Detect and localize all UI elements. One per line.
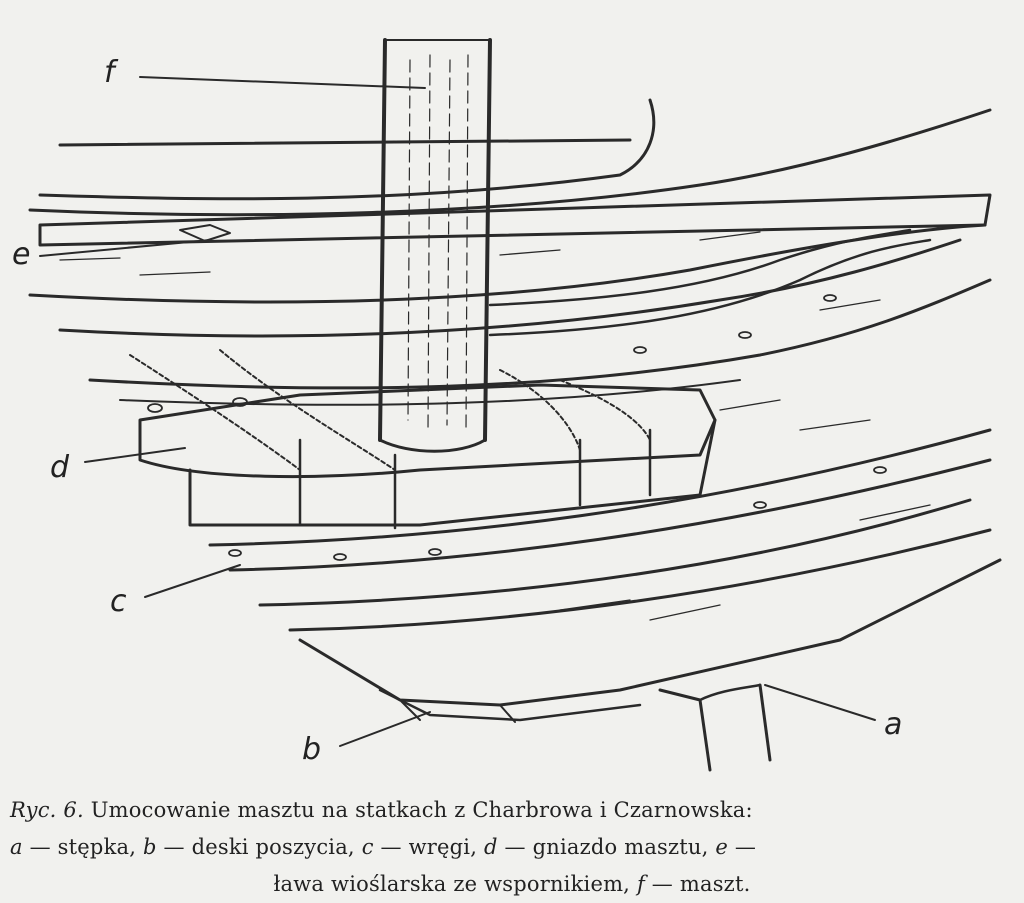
key-c: c bbox=[361, 835, 374, 859]
caption-line-1: Ryc. 6. Umocowanie masztu na statkach z … bbox=[10, 792, 1014, 829]
desc-d: — gniazdo masztu, bbox=[497, 835, 716, 859]
caption-line-3: ława wioślarska ze wspornikiem, f — masz… bbox=[10, 866, 1014, 903]
desc-a: — stępka, bbox=[22, 835, 143, 859]
key-f: f bbox=[636, 872, 645, 896]
desc-e-dash: — bbox=[728, 835, 757, 859]
caption-line-2: a — stępka, b — deski poszycia, c — wręg… bbox=[10, 829, 1014, 866]
desc-e: ława wioślarska ze wspornikiem, bbox=[273, 872, 637, 896]
label-c: c bbox=[110, 584, 127, 619]
mast-mounting-illustration: f e d c b a bbox=[12, 38, 1002, 772]
desc-c: — wręgi, bbox=[373, 835, 484, 859]
label-a: a bbox=[884, 707, 903, 742]
label-f: f bbox=[104, 55, 115, 90]
figure-caption: Ryc. 6. Umocowanie masztu na statkach z … bbox=[10, 792, 1014, 903]
key-d: d bbox=[483, 835, 498, 859]
key-b: b bbox=[142, 835, 157, 859]
label-b: b bbox=[302, 732, 322, 767]
key-e: e bbox=[715, 835, 729, 859]
desc-b: — deski poszycia, bbox=[156, 835, 362, 859]
figure-number: Ryc. 6. bbox=[10, 798, 84, 822]
label-d: d bbox=[50, 450, 70, 485]
ship-hull-drawing bbox=[28, 38, 1002, 772]
desc-f: — maszt. bbox=[644, 872, 751, 896]
label-e: e bbox=[12, 237, 31, 272]
caption-title: Umocowanie masztu na statkach z Charbrow… bbox=[90, 798, 753, 822]
key-a: a bbox=[10, 835, 23, 859]
